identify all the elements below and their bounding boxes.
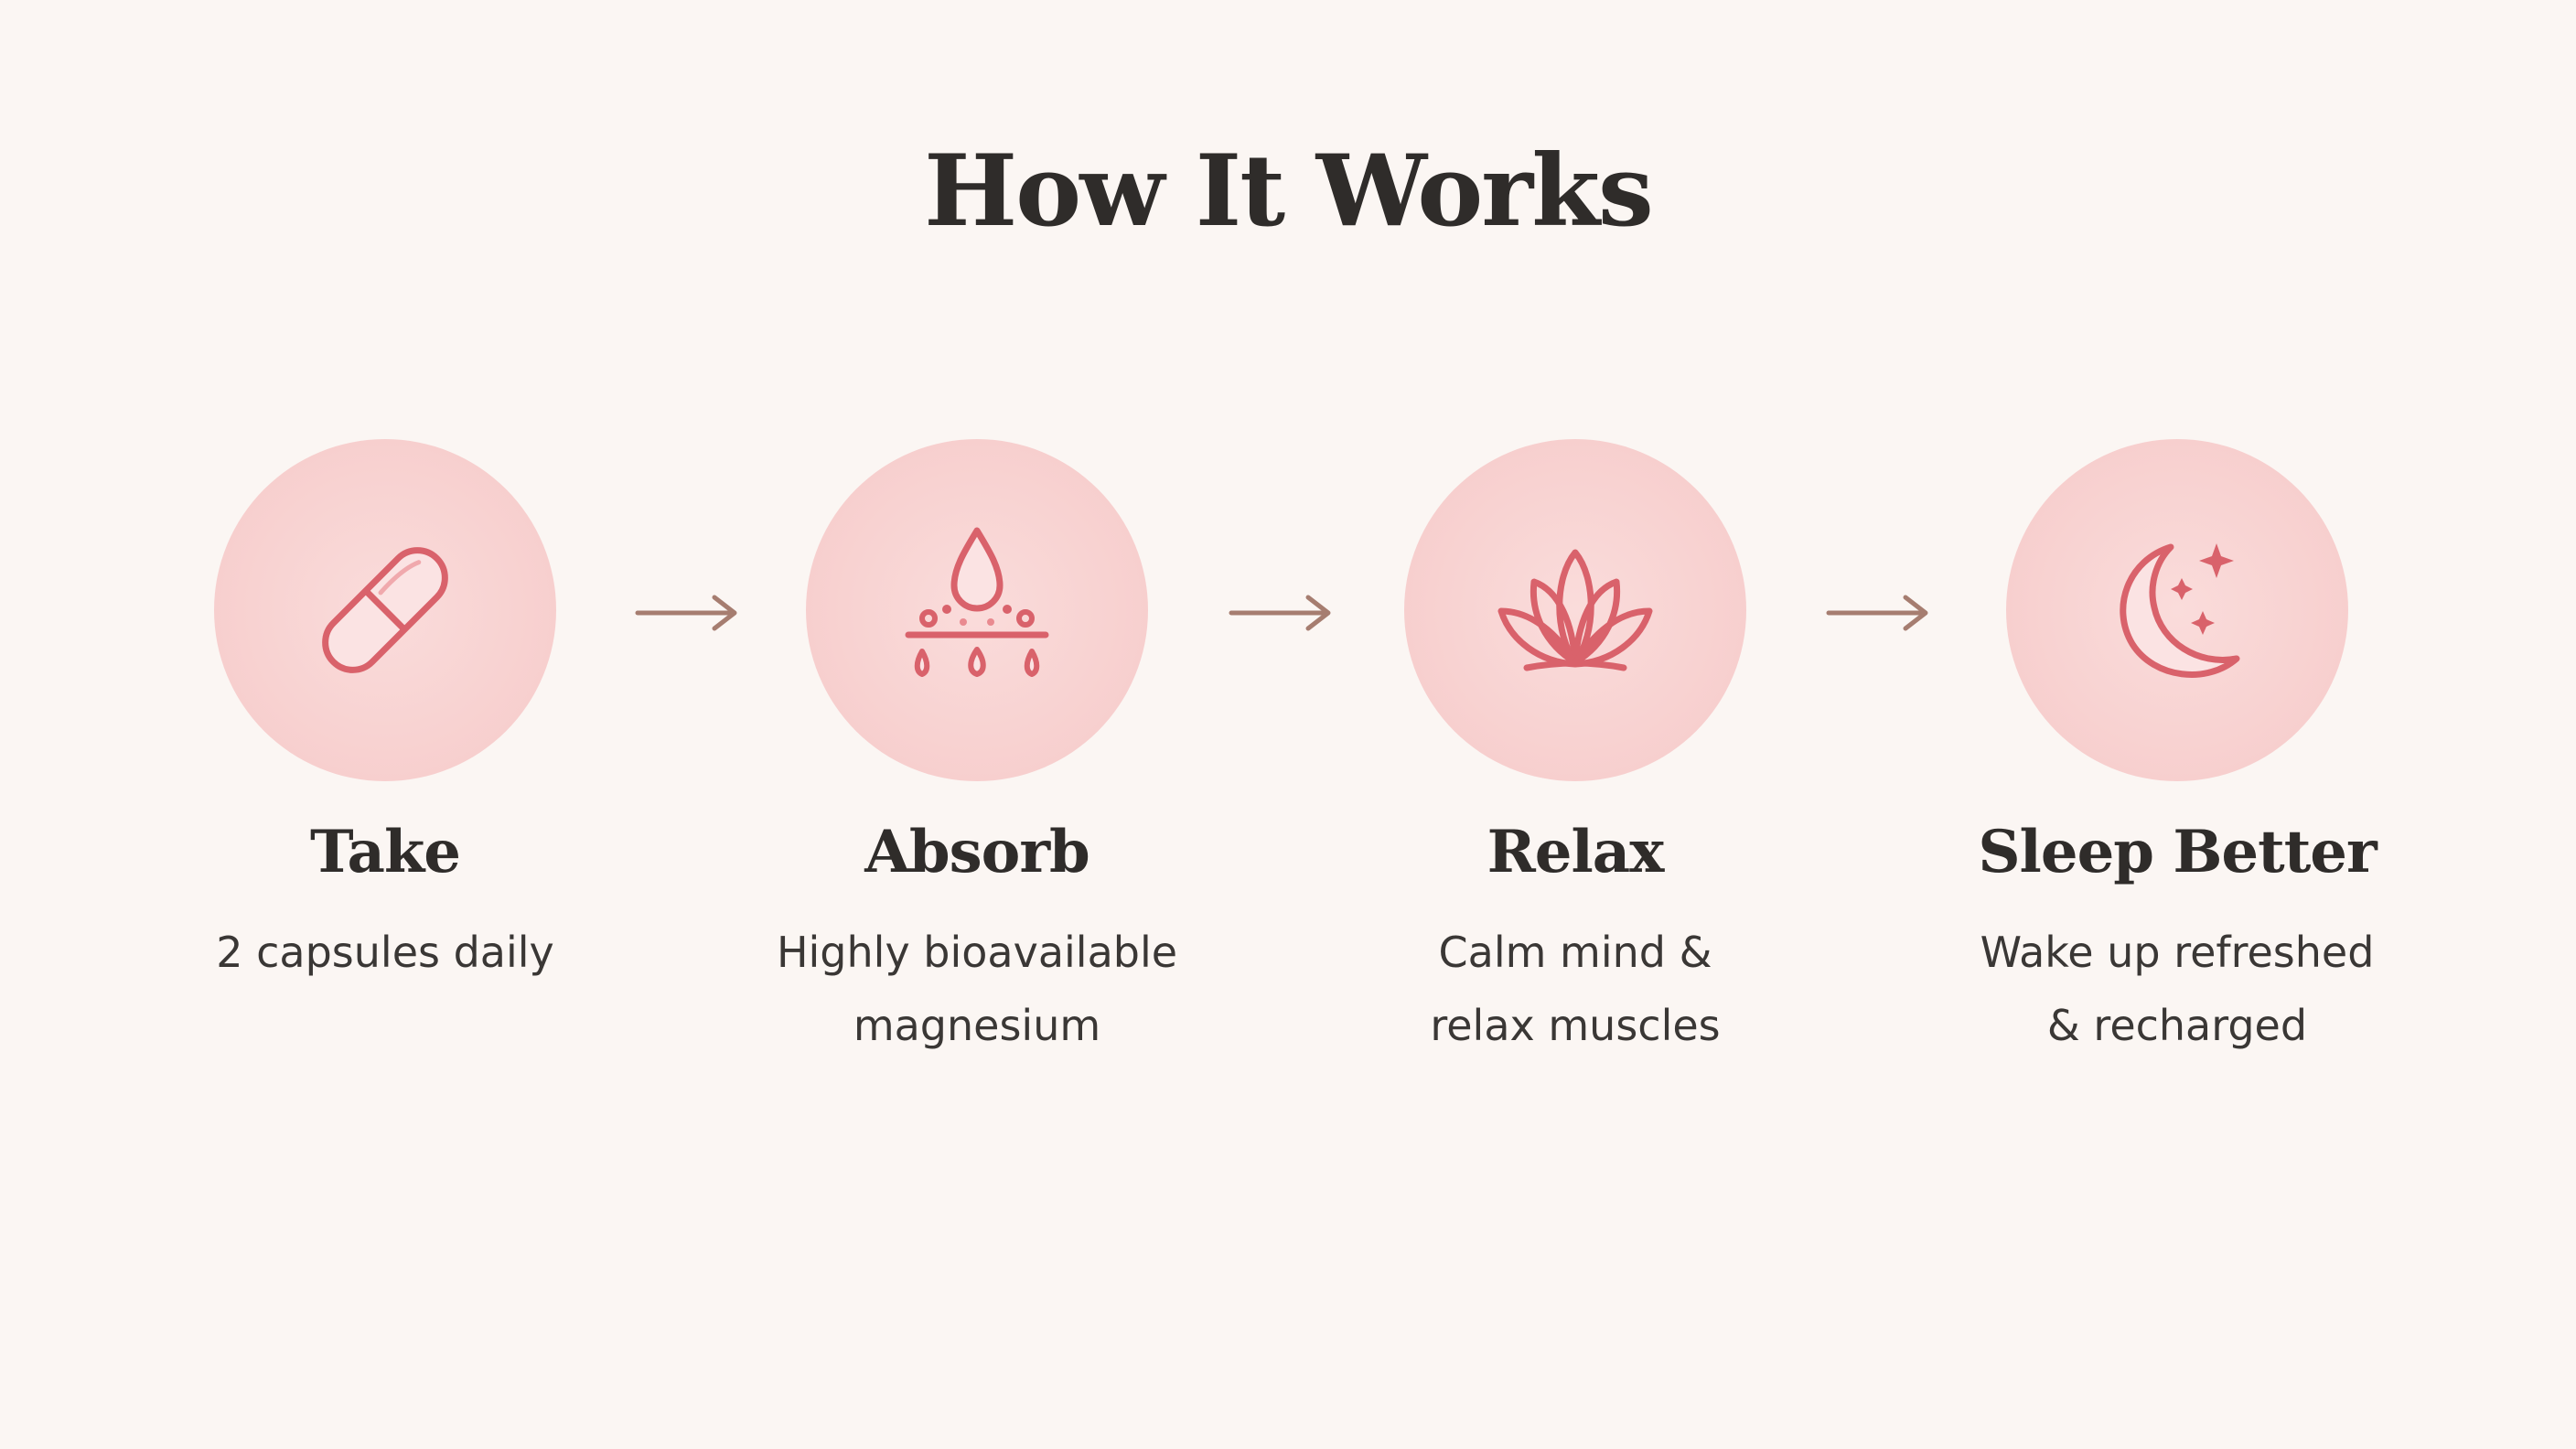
step-absorb: Absorb Highly bioavailable magnesium bbox=[721, 439, 1233, 1062]
arrow-right-icon bbox=[1229, 595, 1331, 631]
step-description: 2 capsules daily bbox=[216, 927, 554, 977]
page-title: How It Works bbox=[924, 134, 1654, 249]
step-sleep-better: Sleep Better Wake up refreshed & recharg… bbox=[1921, 439, 2433, 1062]
step-title: Sleep Better bbox=[1978, 818, 2377, 886]
capsule-icon bbox=[322, 547, 448, 673]
step-icon-circle bbox=[1404, 439, 1746, 781]
step-icon-circle bbox=[2006, 439, 2348, 781]
step-icon-circle bbox=[214, 439, 556, 781]
step-description: Wake up refreshed & recharged bbox=[1980, 927, 2375, 1050]
step-relax: Relax Calm mind & relax muscles bbox=[1319, 439, 1831, 1062]
step-take: Take 2 capsules daily bbox=[129, 439, 641, 989]
lotus-icon bbox=[1497, 549, 1653, 671]
arrow-right-icon bbox=[1826, 595, 1928, 631]
arrow-right-icon bbox=[635, 595, 737, 631]
water-drop-icon bbox=[905, 527, 1049, 677]
moon-stars-icon bbox=[2120, 543, 2240, 678]
step-title: Take bbox=[309, 818, 461, 886]
step-description: Calm mind & relax muscles bbox=[1430, 927, 1721, 1050]
step-title: Relax bbox=[1487, 818, 1665, 886]
step-icon-circle bbox=[806, 439, 1148, 781]
step-title: Absorb bbox=[864, 818, 1090, 886]
step-description: Highly bioavailable magnesium bbox=[776, 927, 1178, 1050]
